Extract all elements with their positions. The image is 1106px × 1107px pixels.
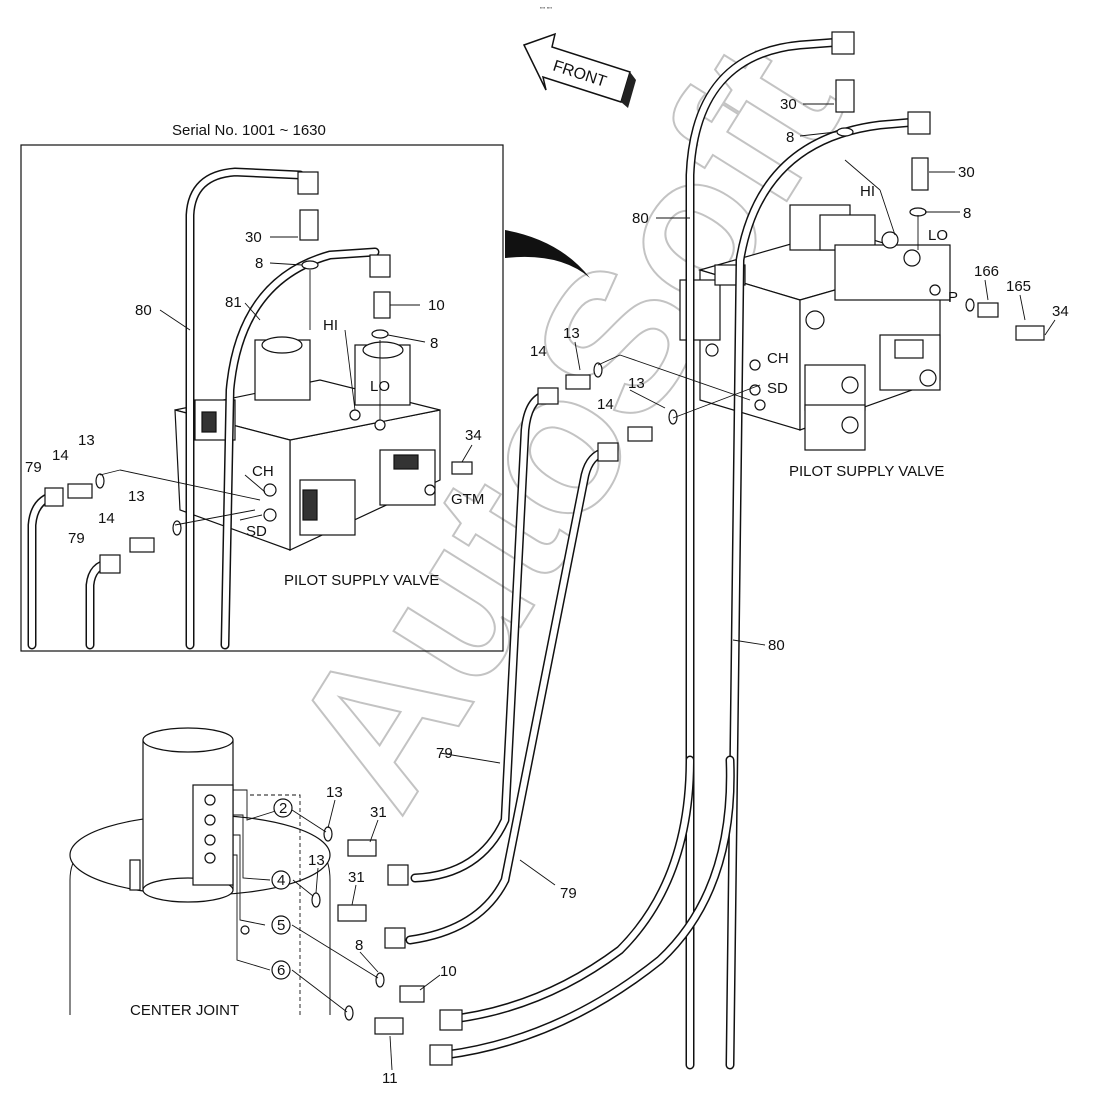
main-callout-80a: 80 bbox=[632, 210, 649, 227]
main-callout-8b: 8 bbox=[963, 205, 971, 222]
circled-callout-6: 6 bbox=[277, 962, 285, 979]
main-callout-14a: 14 bbox=[530, 343, 547, 360]
inset-valve-block bbox=[174, 336, 441, 551]
main-port-ch: CH bbox=[767, 350, 789, 367]
main-callout-10: 10 bbox=[440, 963, 457, 980]
main-callout-34: 34 bbox=[1052, 303, 1069, 320]
main-port-p: P bbox=[948, 289, 958, 306]
main-valve-label: PILOT SUPPLY VALVE bbox=[789, 463, 944, 480]
main-port-hi: HI bbox=[860, 183, 875, 200]
front-arrow: FRONT bbox=[522, 32, 636, 108]
inset-callout-79a: 79 bbox=[25, 459, 42, 476]
main-callout-8c: 8 bbox=[355, 937, 363, 954]
main-valve-block bbox=[679, 204, 951, 451]
circled-callout-5: 5 bbox=[277, 917, 285, 934]
main-callout-31a: 31 bbox=[370, 804, 387, 821]
header-mark: "" "" bbox=[540, 7, 552, 14]
inset-callout-81: 81 bbox=[225, 294, 242, 311]
circled-callout-2: 2 bbox=[279, 800, 287, 817]
main-callout-13d: 13 bbox=[308, 852, 325, 869]
inset-panel: Serial No. 1001 ~ 1630 bbox=[20, 122, 504, 652]
inset-callout-79b: 79 bbox=[68, 530, 85, 547]
main-callout-13b: 13 bbox=[628, 375, 645, 392]
main-callout-80b: 80 bbox=[768, 637, 785, 654]
inset-title: Serial No. 1001 ~ 1630 bbox=[172, 122, 326, 139]
inset-port-ch: CH bbox=[252, 463, 274, 480]
center-joint bbox=[69, 727, 331, 1015]
main-port-lo: LO bbox=[928, 227, 948, 244]
inset-port-hi: HI bbox=[323, 317, 338, 334]
main-callout-14b: 14 bbox=[597, 396, 614, 413]
inset-port-lo: LO bbox=[370, 378, 390, 395]
inset-callout-13b: 13 bbox=[128, 488, 145, 505]
main-callout-31b: 31 bbox=[348, 869, 365, 886]
inset-callout-14b: 14 bbox=[98, 510, 115, 527]
main-callout-30a: 30 bbox=[780, 96, 797, 113]
inset-transition-arrow bbox=[505, 230, 590, 278]
main-callout-79a: 79 bbox=[436, 745, 453, 762]
main-port-sd: SD bbox=[767, 380, 788, 397]
main-callout-8a: 8 bbox=[786, 129, 794, 146]
inset-callout-34: 34 bbox=[465, 427, 482, 444]
main-callout-166: 166 bbox=[974, 263, 999, 280]
main-callout-165: 165 bbox=[1006, 278, 1031, 295]
center-joint-label: CENTER JOINT bbox=[130, 1002, 239, 1019]
main-callout-79b: 79 bbox=[560, 885, 577, 902]
inset-port-sd: SD bbox=[246, 523, 267, 540]
inset-callout-80: 80 bbox=[135, 302, 152, 319]
main-callout-13a: 13 bbox=[563, 325, 580, 342]
inset-port-gtm: GTM bbox=[451, 491, 484, 508]
inset-callout-14a: 14 bbox=[52, 447, 69, 464]
main-callout-11: 11 bbox=[382, 1070, 398, 1087]
inset-callout-10: 10 bbox=[428, 297, 445, 314]
inset-valve-label: PILOT SUPPLY VALVE bbox=[284, 572, 439, 589]
inset-callout-30: 30 bbox=[245, 229, 262, 246]
main-callout-30b: 30 bbox=[958, 164, 975, 181]
inset-callout-13a: 13 bbox=[78, 432, 95, 449]
inset-callout-8a: 8 bbox=[255, 255, 263, 272]
inset-callout-8b: 8 bbox=[430, 335, 438, 352]
circled-callout-4: 4 bbox=[277, 872, 285, 889]
main-callout-13c: 13 bbox=[326, 784, 343, 801]
